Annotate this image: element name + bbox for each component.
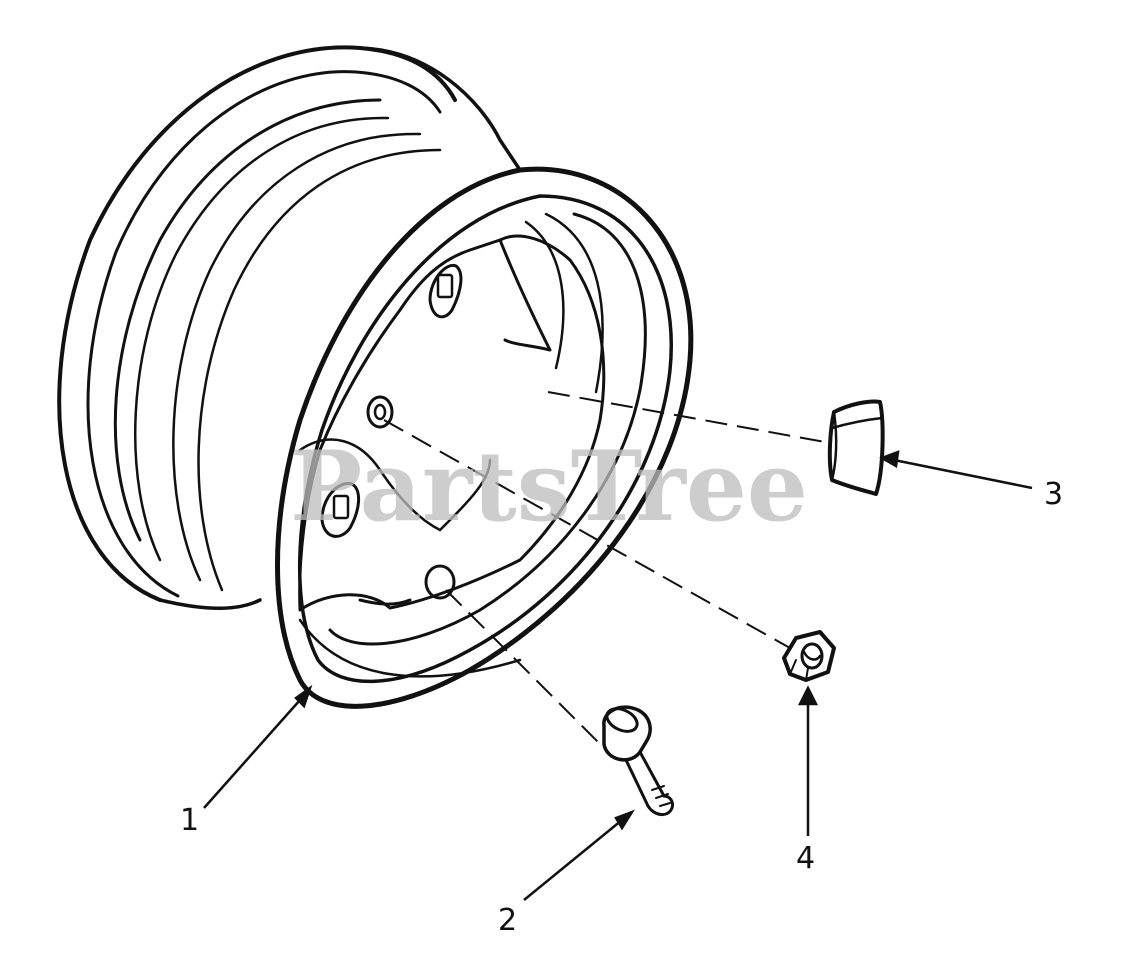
valve-stem[interactable] [602,704,674,816]
arrow-1-icon [294,684,313,709]
wheel-weight[interactable] [827,399,885,496]
leader-3 [893,458,1033,490]
part-label-3: 3 [1044,477,1063,512]
leader-2 [523,819,623,901]
dash-line-weight [547,391,837,445]
arrow-2-icon [614,809,636,831]
wheel-rim[interactable] [57,45,694,709]
valve-hole [424,564,456,600]
rim-back-flange-inner [86,70,442,598]
part-label-1: 1 [180,803,199,838]
lug-hole-top [428,264,463,319]
part-label-2: 2 [498,903,517,938]
lug-nut[interactable] [782,630,836,682]
arrow-3-icon [879,450,900,468]
arrow-4-icon [797,685,819,706]
leader-1 [203,699,301,809]
center-disc [298,234,606,612]
watermark: PartsTree [290,430,808,543]
dash-line-lug-nut [383,419,791,649]
rim-front-lip [275,166,694,709]
lug-stud [366,395,394,429]
leader-lines [203,450,1033,901]
part-labels: 1 2 3 4 [180,477,1063,938]
dash-line-valve [445,589,601,745]
assembly-lines [383,391,837,745]
part-label-4: 4 [796,841,815,876]
lug-hole-left [320,481,360,538]
